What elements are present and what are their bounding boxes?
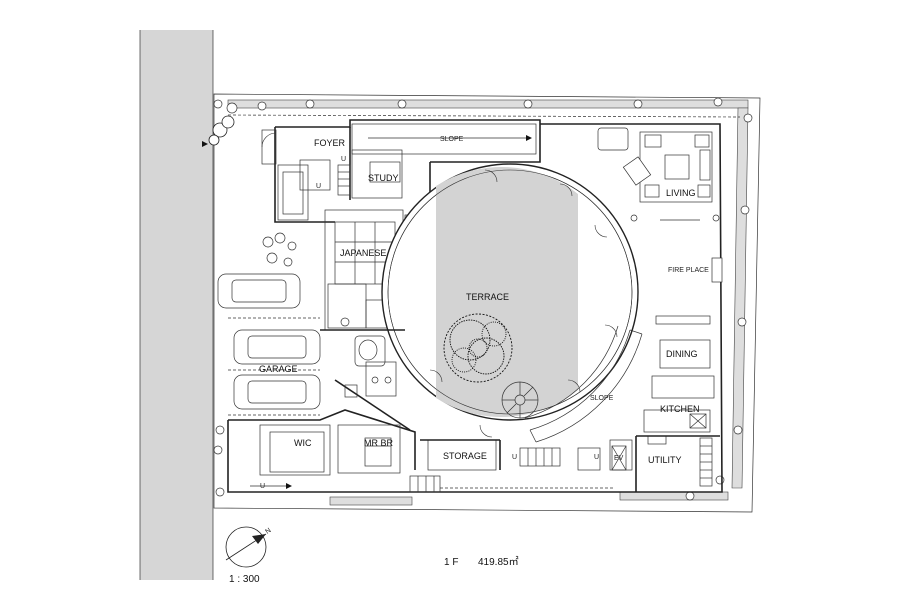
north-compass: N: [225, 526, 273, 568]
bedroom-wing: [228, 409, 627, 493]
room-label-japanese: JAPANESE: [340, 248, 386, 258]
road-strip: [140, 30, 213, 580]
room-label-foyer: FOYER: [314, 138, 346, 148]
room-label-storage: STORAGE: [443, 451, 487, 461]
stair-mark: U: [341, 156, 346, 163]
room-label-slope-top: SLOPE: [440, 136, 464, 143]
garage-cars: [217, 273, 321, 416]
stair-mark: U: [260, 483, 265, 490]
entry-arrow: [202, 141, 208, 147]
room-label-study: STUDY: [368, 173, 399, 183]
room-label-ev: EV: [614, 455, 624, 462]
door-swings: [261, 132, 618, 438]
scale-label: 1 : 300: [229, 574, 260, 585]
living-furniture: [597, 127, 723, 325]
compass-label: N: [264, 527, 272, 536]
area-label: 419.85㎡: [478, 556, 519, 568]
room-label-wic: WIC: [294, 438, 312, 448]
room-label-mr-br: MR BR: [364, 438, 394, 448]
room-label-dining: DINING: [666, 349, 698, 359]
room-label-terrace: TERRACE: [466, 292, 509, 302]
room-label-slope-curve: SLOPE: [590, 395, 614, 402]
center-service: [320, 329, 411, 431]
site-boundary: [213, 93, 761, 513]
terrace: [381, 163, 639, 421]
room-label-fire-place: FIRE PLACE: [668, 267, 709, 274]
entry-tree: [208, 115, 235, 146]
spiral-stair: [501, 381, 539, 419]
floor-label: 1 F: [444, 557, 458, 568]
room-label-utility: UTILITY: [648, 455, 682, 465]
top-slope: [351, 123, 537, 155]
room-label-living: LIVING: [666, 188, 696, 198]
garden-strips: [227, 99, 749, 506]
west-rooms: [261, 129, 404, 331]
stair-mark: U: [316, 183, 321, 190]
stair-mark: U: [594, 454, 599, 461]
room-label-garage: GARAGE: [259, 364, 298, 374]
terrace-tree: [443, 313, 513, 383]
curved-slope: [524, 325, 643, 443]
stair-mark: U: [512, 454, 517, 461]
dining-kitchen: [609, 339, 720, 492]
room-label-kitchen: KITCHEN: [660, 404, 700, 414]
